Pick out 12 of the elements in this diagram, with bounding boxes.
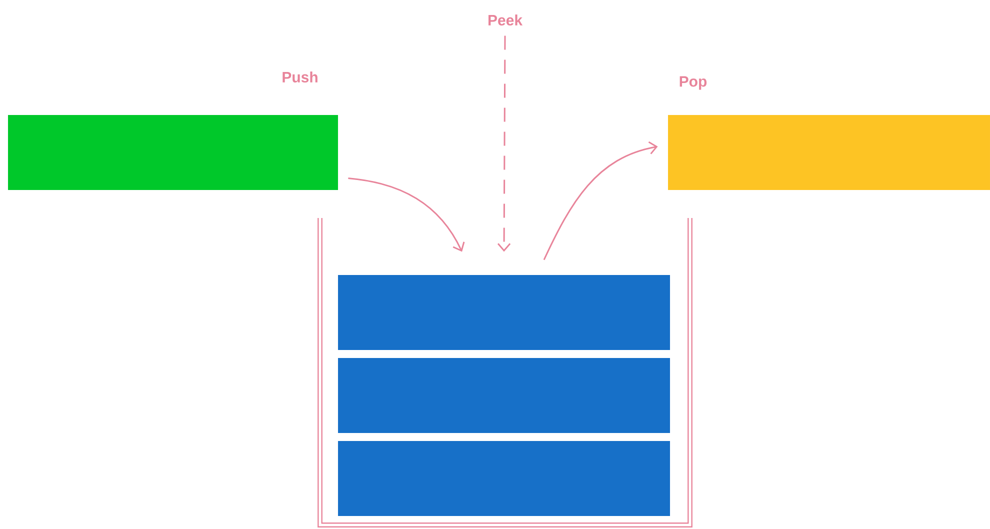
label: Pop [680, 76, 707, 90]
bar [338, 441, 670, 516]
arrow [543, 141, 658, 260]
arrow [497, 36, 511, 252]
bar [338, 275, 670, 350]
peek-label: Peek [488, 14, 523, 26]
arrow [348, 177, 465, 252]
bar [668, 115, 990, 190]
label: Push [282, 72, 318, 82]
bar [338, 358, 670, 433]
stack-container [318, 218, 692, 528]
bar [8, 115, 338, 190]
